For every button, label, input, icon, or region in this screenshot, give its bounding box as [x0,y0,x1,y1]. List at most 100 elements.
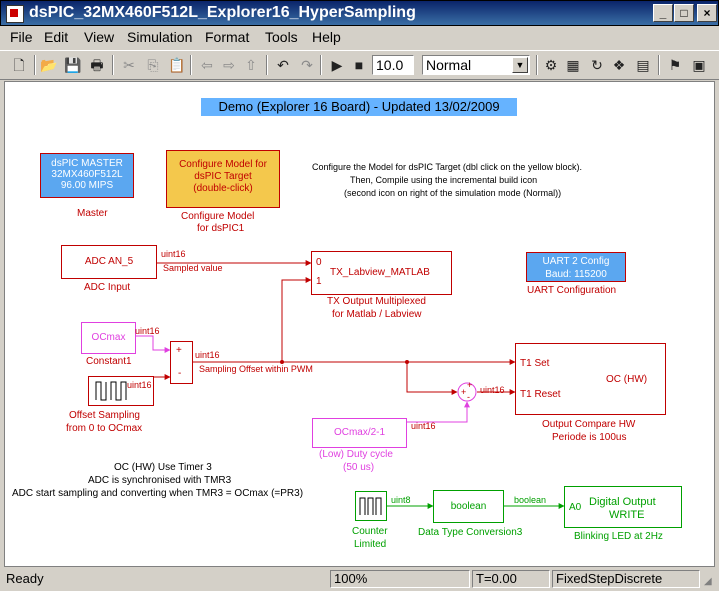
uart-config-block[interactable]: UART 2 Config Baud: 115200 [526,252,626,282]
toolbar-separator [266,55,268,75]
save-icon[interactable]: 💾 [64,57,82,73]
menu-view[interactable]: View [84,29,115,45]
toolbar-separator [536,55,538,75]
simulation-mode-select[interactable]: Normal ▼ [422,55,530,75]
config-line-3: (double-click) [193,183,253,194]
open-folder-icon[interactable]: 📂 [40,57,58,73]
tx-labview-block[interactable]: 0 1 TX_Labview_MATLAB [311,251,452,295]
copy-icon[interactable]: ⎘ [147,57,159,73]
model-explorer-icon[interactable]: ❖ [612,57,626,73]
library-browser-icon[interactable]: ▤ [636,57,650,73]
constant-signal-type: uint16 [135,326,160,336]
configure-model-block[interactable]: Configure Model for dsPIC Target (double… [166,150,280,208]
offset-sampling-block[interactable] [88,376,154,406]
counter-label-2: Limited [354,539,387,550]
counter-label-1: Counter [352,526,388,537]
sum-block[interactable]: + - [170,341,193,384]
svg-text:+: + [461,387,466,397]
branch-point [280,360,284,364]
toolbar-separator [190,55,192,75]
constant-label: Constant1 [86,356,132,367]
minimize-button[interactable]: _ [653,4,673,22]
new-model-icon[interactable]: 🗋 [13,57,25,73]
oc-reset-port: T1 Reset [520,389,561,400]
toolbar: 🗋 📂 💾 🖶 ✂ ⎘ 📋 ⇦ ⇨ ⇧ ↶ ↷ ▶ ■ 10.0 Normal … [0,50,719,80]
oc-set-port: T1 Set [520,358,550,369]
master-line-1: dsPIC MASTER [51,158,123,169]
counter-limited-block[interactable] [355,491,387,521]
incremental-build-icon[interactable]: ▦ [566,57,580,73]
note-line-3: ADC start sampling and converting when T… [12,488,304,499]
debug-icon[interactable]: ⚑ [668,57,682,73]
counter-staircase-icon [359,497,382,515]
menu-file[interactable]: File [10,29,33,45]
simulation-mode-value: Normal [426,57,472,73]
resize-grip-icon[interactable]: ◢ [704,576,712,587]
menu-help[interactable]: Help [312,29,341,45]
instruction-line-2: Then, Compile using the incremental buil… [350,175,538,185]
duty-cycle-block[interactable]: OCmax/2-1 [312,418,407,448]
redo-icon[interactable]: ↷ [301,57,313,73]
model-canvas[interactable]: + - + Demo (Explorer 16 Board) - Updated… [4,81,715,567]
undo-icon[interactable]: ↶ [277,57,289,73]
status-bar: Ready 100% T=0.00 FixedStepDiscrete ◢ [0,568,719,591]
app-icon[interactable] [6,5,24,23]
toolbar-separator [112,55,114,75]
oc-label-1: Output Compare HW [542,419,636,430]
close-button[interactable]: × [697,4,717,22]
menu-simulation[interactable]: Simulation [127,29,193,45]
svg-text:+: + [467,380,472,390]
instruction-line-1: Configure the Model for dsPIC Target (db… [312,162,582,172]
tx-port-2: 1 [316,276,322,287]
dout-port: A0 [569,502,582,513]
adc-block[interactable]: ADC AN_5 [61,245,157,279]
svg-text:-: - [467,392,470,402]
up-icon[interactable]: ⇧ [245,57,257,73]
start-simulation-icon[interactable]: ▶ [331,57,343,73]
dtc-label: Data Type Conversion3 [418,527,523,538]
digital-output-block[interactable]: A0 Digital Output WRITE [564,486,682,528]
master-line-3: 96.00 MIPS [60,180,114,191]
tx-label-2: for Matlab / Labview [332,309,422,320]
sawtooth-icon [95,381,127,401]
print-icon[interactable]: 🖶 [90,57,104,73]
tx-port-1: 0 [316,257,322,268]
status-zoom: 100% [330,570,470,588]
back-icon[interactable]: ⇦ [201,57,213,73]
toolbar-separator [34,55,36,75]
window-title: dsPIC_32MX460F512L_Explorer16_HyperSampl… [29,4,416,21]
maximize-button[interactable]: □ [674,4,694,22]
signal-constant-to-sum [136,335,171,353]
menu-edit[interactable]: Edit [44,29,69,45]
model-browser-icon[interactable]: ▣ [692,57,706,73]
paste-icon[interactable]: 📋 [168,57,186,73]
constant-ocmax-block[interactable]: OCmax [81,322,136,354]
oc-label-2: Periode is 100us [552,432,627,443]
update-diagram-icon[interactable]: ↻ [591,57,603,73]
banner-annotation: Demo (Explorer 16 Board) - Updated 13/02… [201,98,517,116]
offset-sampling-label-2: from 0 to OCmax [66,423,143,434]
build-icon[interactable]: ⚙ [544,57,558,73]
toolbar-separator [320,55,322,75]
title-bar: dsPIC_32MX460F512L_Explorer16_HyperSampl… [0,0,719,26]
offset-sampling-label-1: Offset Sampling [69,410,140,421]
forward-icon[interactable]: ⇨ [223,57,235,73]
output-compare-block[interactable]: T1 Set T1 Reset OC (HW) [515,343,666,415]
status-time: T=0.00 [472,570,550,588]
offset-sampling-signal-type: uint16 [127,380,152,390]
data-type-conversion-block[interactable]: boolean [433,490,504,523]
menu-format[interactable]: Format [205,29,250,45]
menu-bar: File Edit View Simulation Format Tools H… [0,26,719,48]
stop-simulation-icon[interactable]: ■ [354,57,364,73]
duty-label-1: (Low) Duty cycle [319,449,393,460]
signal-sum-to-tx [281,277,312,362]
chevron-down-icon[interactable]: ▼ [512,57,528,73]
menu-tools[interactable]: Tools [265,29,298,45]
uart-line-1: UART 2 Config [542,256,610,267]
stop-time-input[interactable]: 10.0 [372,55,414,75]
dtc-signal-type: boolean [514,495,547,505]
dspic-master-block[interactable]: dsPIC MASTER 32MX460F512L 96.00 MIPS [40,153,134,198]
dout-line-1: Digital Output [589,496,656,508]
master-label: Master [77,208,108,219]
cut-icon[interactable]: ✂ [123,57,135,73]
